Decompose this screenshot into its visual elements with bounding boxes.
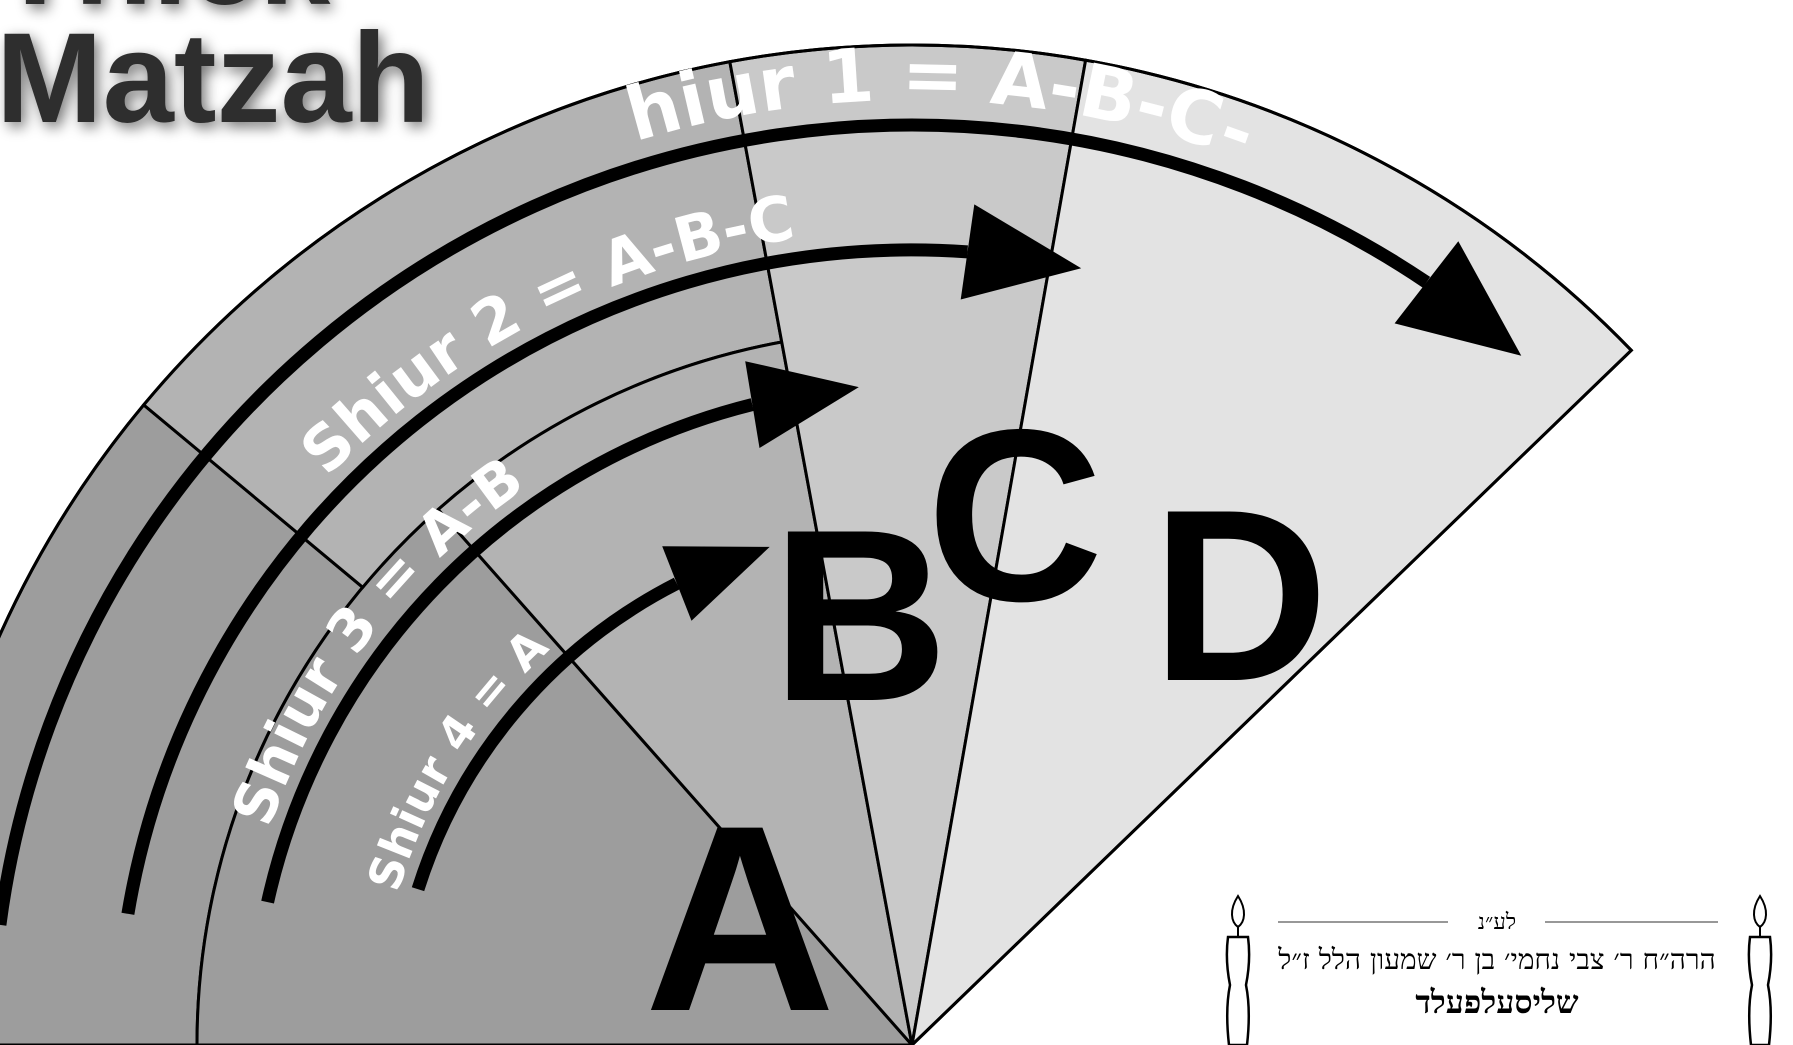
dedication-plaque: לע״נ הרה״ח ר׳ צבי נחמי׳ בן ר׳ שמעון הלל …: [1215, 890, 1793, 1045]
title-line-2: Matzah: [0, 7, 430, 150]
dedication-surname: שליסעלפעלד: [1415, 983, 1579, 1021]
letter-a: A: [644, 771, 835, 1045]
title: Thick Matzah: [0, 0, 430, 150]
dedication-name: הרה״ח ר׳ צבי נחמי׳ בן ר׳ שמעון הלל ז״ל: [1277, 943, 1715, 976]
letter-d: D: [1152, 458, 1329, 732]
letter-c: C: [927, 378, 1104, 652]
letter-b: B: [772, 478, 949, 752]
dedication-header: לע״נ: [1478, 910, 1516, 935]
